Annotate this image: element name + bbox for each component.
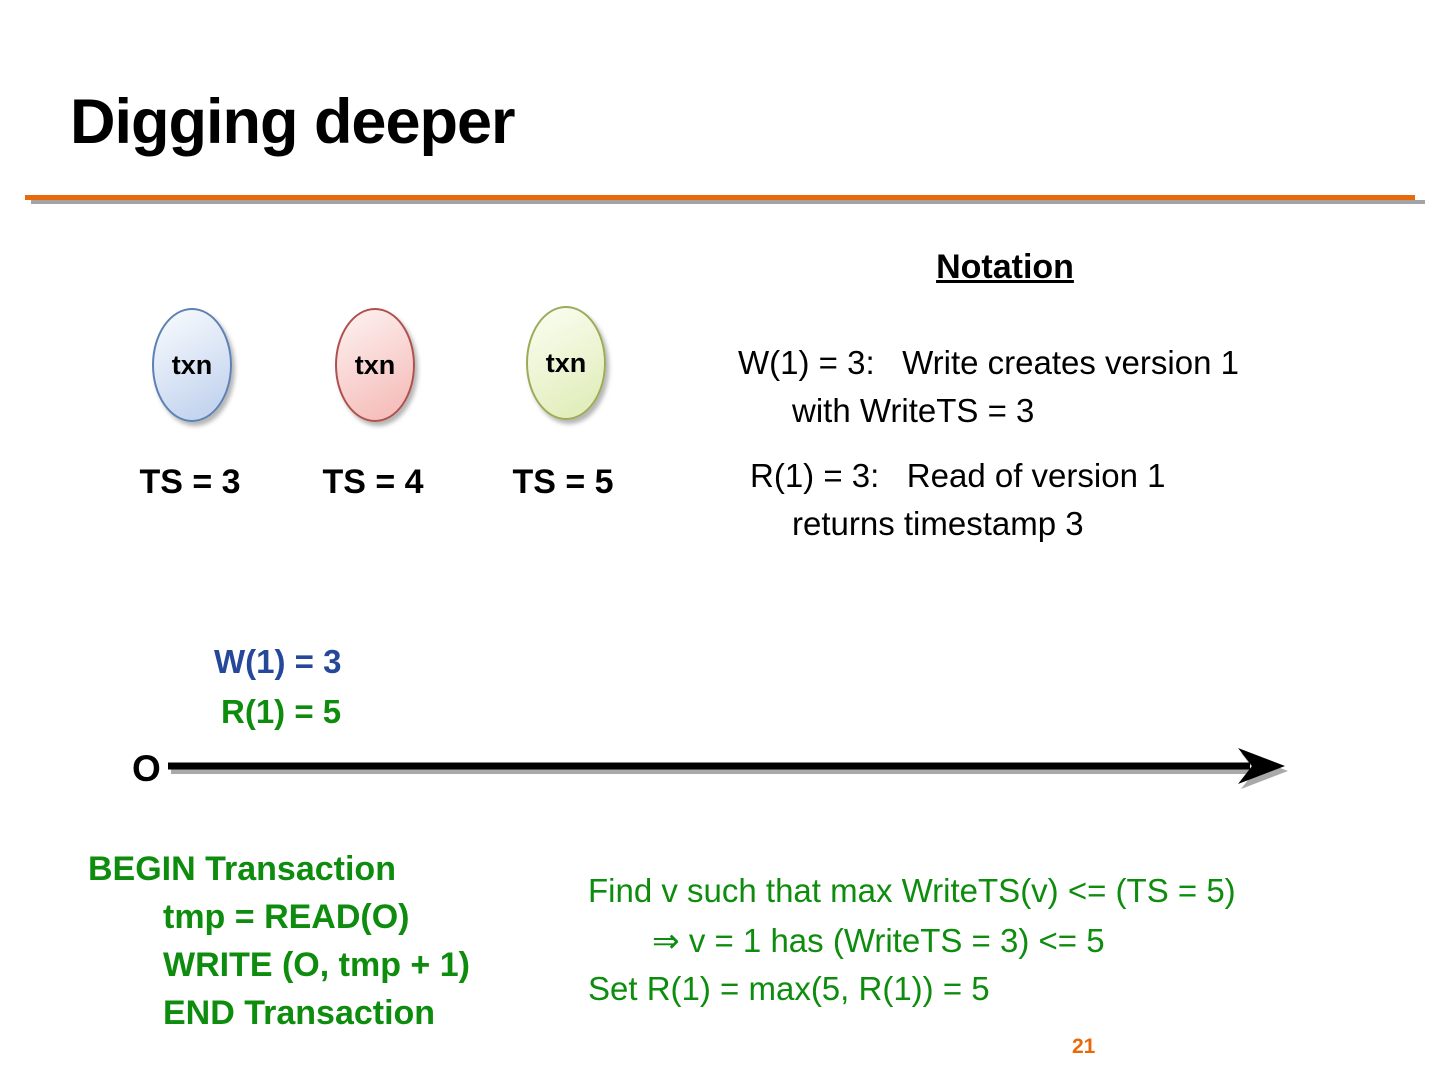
timestamp-label-2: TS = 4 <box>322 463 424 501</box>
txn-label: txn <box>545 347 587 378</box>
timestamp-label-1: TS = 3 <box>139 463 241 501</box>
timeline-read-label: R(1) = 5 <box>221 693 342 730</box>
notation-heading: Notation <box>936 248 1074 286</box>
timeline-write-label: W(1) = 3 <box>214 643 342 680</box>
notation-line-read-cont: returns timestamp 3 <box>792 505 1084 542</box>
explanation-line-implies: ⇒ v = 1 has (WriteTS = 3) <= 5 <box>652 922 1105 959</box>
code-line-read: tmp = READ(O) <box>163 898 410 936</box>
txn-ellipse-blue: txn <box>152 308 232 422</box>
object-label: O <box>132 748 161 789</box>
code-line-end: END Transaction <box>163 994 436 1032</box>
txn-ellipse-green: txn <box>526 306 606 420</box>
page-number: 21 <box>1072 1035 1096 1058</box>
txn-label: txn <box>354 349 396 380</box>
notation-line-write: W(1) = 3: Write creates version 1 <box>738 344 1239 381</box>
explanation-line-set: Set R(1) = max(5, R(1)) = 5 <box>588 970 990 1007</box>
timeline-arrow <box>168 748 1288 789</box>
timestamp-label-3: TS = 5 <box>512 463 614 501</box>
notation-line-write-cont: with WriteTS = 3 <box>792 392 1035 429</box>
notation-line-read: R(1) = 3: Read of version 1 <box>750 457 1166 494</box>
explanation-line-find: Find v such that max WriteTS(v) <= (TS =… <box>588 872 1236 909</box>
title-divider-shadow <box>31 200 1425 204</box>
slide-title: Digging deeper <box>70 87 516 157</box>
code-line-write: WRITE (O, tmp + 1) <box>163 946 470 984</box>
title-divider <box>25 195 1415 200</box>
txn-ellipse-red: txn <box>335 308 415 422</box>
txn-label: txn <box>171 349 213 380</box>
code-line-begin: BEGIN Transaction <box>88 850 396 888</box>
